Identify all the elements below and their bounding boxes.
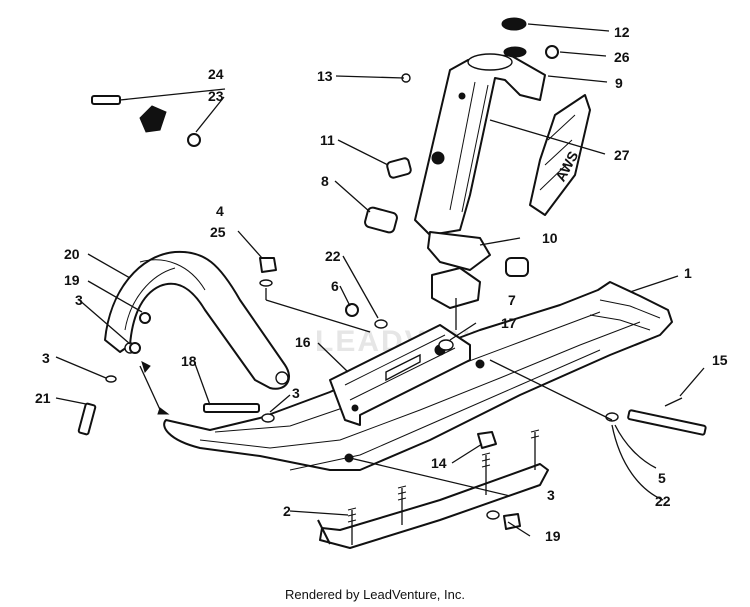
callout-6: 6 xyxy=(331,278,339,294)
callout-14: 14 xyxy=(431,455,447,471)
footer-credit: Rendered by LeadVenture, Inc. xyxy=(285,587,465,602)
callout-15: 15 xyxy=(712,352,728,368)
callout-7: 7 xyxy=(508,292,516,308)
callout-3-left: 3 xyxy=(42,350,50,366)
callout-18: 18 xyxy=(181,353,197,369)
callout-3-loop: 3 xyxy=(75,292,83,308)
wear-bar xyxy=(317,429,549,549)
callout-20: 20 xyxy=(64,246,80,262)
callout-22-upper: 22 xyxy=(325,248,341,264)
callout-27: 27 xyxy=(614,147,630,163)
callout-3-center: 3 xyxy=(292,385,300,401)
leader-lines xyxy=(55,23,705,537)
callout-3-bottom: 3 xyxy=(547,487,555,503)
callout-9: 9 xyxy=(615,75,623,91)
callout-1: 1 xyxy=(684,265,692,281)
callout-19-bottom: 19 xyxy=(545,528,561,544)
callout-4: 4 xyxy=(216,203,224,219)
callout-13: 13 xyxy=(317,68,333,84)
callout-23: 23 xyxy=(208,88,224,104)
callout-labels: 1 2 3 3 3 3 4 5 6 7 8 9 10 11 12 13 14 1… xyxy=(35,24,728,544)
attach-arrow xyxy=(141,361,170,415)
callout-25: 25 xyxy=(210,224,226,240)
aws-decal: AWS xyxy=(529,94,591,216)
callout-24: 24 xyxy=(208,66,224,82)
callout-19-loop: 19 xyxy=(64,272,80,288)
callout-22-lower: 22 xyxy=(655,493,671,509)
callout-26: 26 xyxy=(614,49,630,65)
callout-16: 16 xyxy=(295,334,311,350)
callout-17: 17 xyxy=(501,315,517,331)
callout-12: 12 xyxy=(614,24,630,40)
callout-5: 5 xyxy=(658,470,666,486)
spindle xyxy=(414,46,546,271)
callout-2: 2 xyxy=(283,503,291,519)
callout-8: 8 xyxy=(321,173,329,189)
callout-10: 10 xyxy=(542,230,558,246)
callout-11: 11 xyxy=(320,132,335,148)
hardware xyxy=(77,17,707,530)
callout-21: 21 xyxy=(35,390,51,406)
